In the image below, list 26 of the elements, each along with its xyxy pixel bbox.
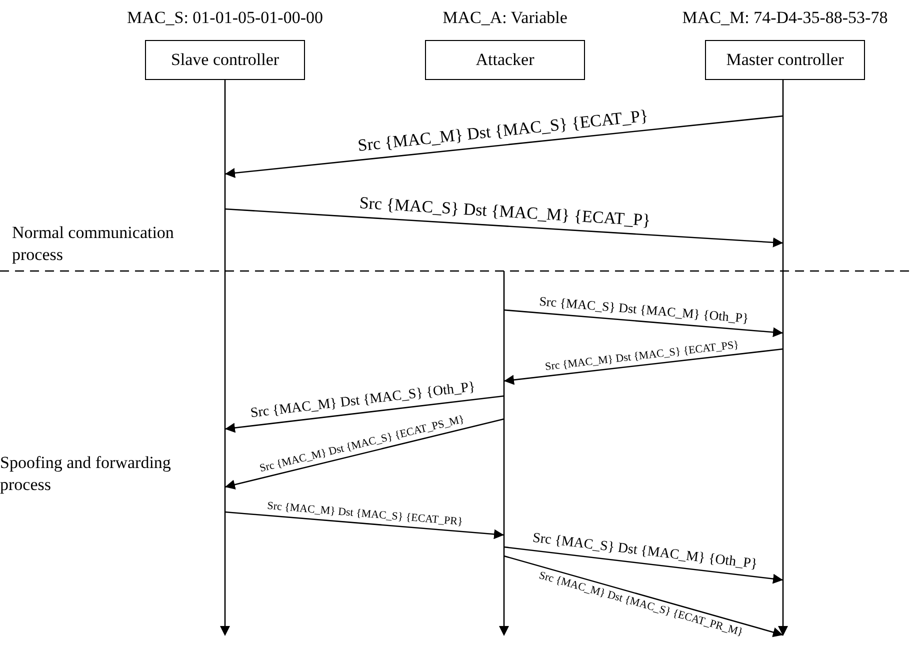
message-arrow — [224, 115, 784, 178]
lifeline-arrow — [220, 80, 230, 636]
message-arrow — [224, 395, 504, 433]
message-arrow — [224, 511, 504, 540]
participant-box: Attacker — [425, 40, 585, 80]
mac-address-label: MAC_M: 74-D4-35-88-53-78 — [682, 8, 888, 28]
message-arrow — [224, 208, 784, 248]
phase-label: Spoofing and forwarding process — [0, 452, 172, 496]
phase-label: Normal communication process — [12, 222, 175, 266]
message-label: Src {MAC_M} Dst {MAC_S} {ECAT_PS} — [544, 338, 740, 373]
message-label: Src {MAC_M} Dst {MAC_S} {ECAT_P} — [356, 106, 649, 156]
mac-address-label: MAC_S: 01-01-05-01-00-00 — [127, 8, 323, 28]
participant-box: Master controller — [705, 40, 865, 80]
mac-address-label: MAC_A: Variable — [442, 8, 568, 28]
message-arrow — [504, 546, 784, 584]
participant-box: Slave controller — [145, 40, 305, 80]
message-label: Src {MAC_S} Dst {MAC_M} {ECAT_P} — [358, 192, 652, 230]
message-label: Src {MAC_M} Dst {MAC_S} {ECAT_PR} — [267, 500, 464, 528]
message-arrow — [504, 555, 784, 638]
lifeline-arrow — [778, 80, 788, 636]
message-label: Src {MAC_S} Dst {MAC_M} {Oth_P} — [532, 530, 758, 572]
message-label: Src {MAC_S} Dst {MAC_M} {Oth_P} — [539, 294, 750, 328]
message-arrow — [504, 309, 784, 338]
message-arrow — [224, 418, 504, 490]
lifeline-arrow — [499, 271, 509, 636]
message-arrow — [504, 348, 784, 385]
